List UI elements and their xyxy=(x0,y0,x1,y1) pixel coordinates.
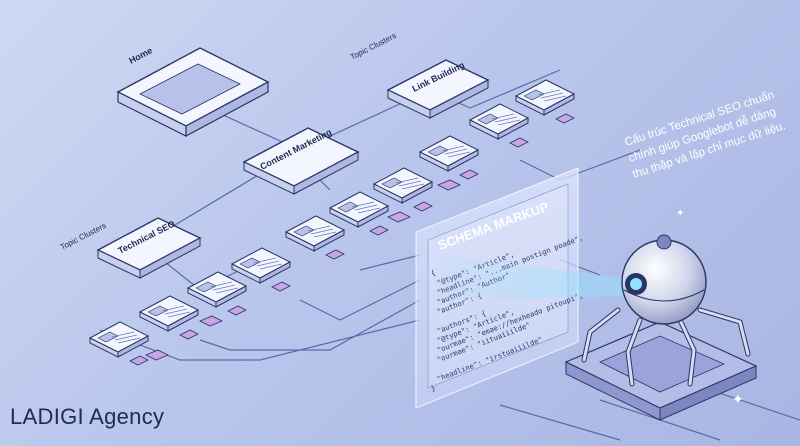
page-card xyxy=(138,295,200,340)
topic-clusters-top-label: Topic Clusters xyxy=(349,31,398,62)
node-content-marketing: Content Marketing xyxy=(242,127,360,195)
page-card xyxy=(284,215,346,260)
page-card xyxy=(328,191,390,236)
page-card xyxy=(88,321,150,366)
schema-code-line: } xyxy=(429,383,436,393)
sparkle-icon: ✦ xyxy=(676,208,684,219)
node-technical-seo: Technical SEO xyxy=(96,217,202,279)
page-card xyxy=(230,247,292,292)
page-card xyxy=(372,167,434,212)
page-card xyxy=(514,79,576,124)
tag-block xyxy=(145,349,169,361)
node-link-building: Link Building xyxy=(386,59,490,119)
scan-beam xyxy=(440,256,640,300)
sparkle-icon: ✦ xyxy=(732,392,744,408)
brand-logo-text: LADIGI Agency xyxy=(10,404,165,429)
home-label: Home xyxy=(127,45,154,66)
page-card xyxy=(186,271,248,316)
schema-code-line: { xyxy=(429,268,436,278)
topic-clusters-left-label: Topic Clusters xyxy=(59,221,108,252)
tag-block xyxy=(387,211,411,223)
page-card xyxy=(468,103,530,148)
robot xyxy=(564,234,758,421)
page-card xyxy=(418,135,480,180)
tag-block xyxy=(437,179,461,191)
page-cards xyxy=(88,79,576,366)
tag-block xyxy=(199,315,223,327)
node-home: Home xyxy=(116,45,270,138)
